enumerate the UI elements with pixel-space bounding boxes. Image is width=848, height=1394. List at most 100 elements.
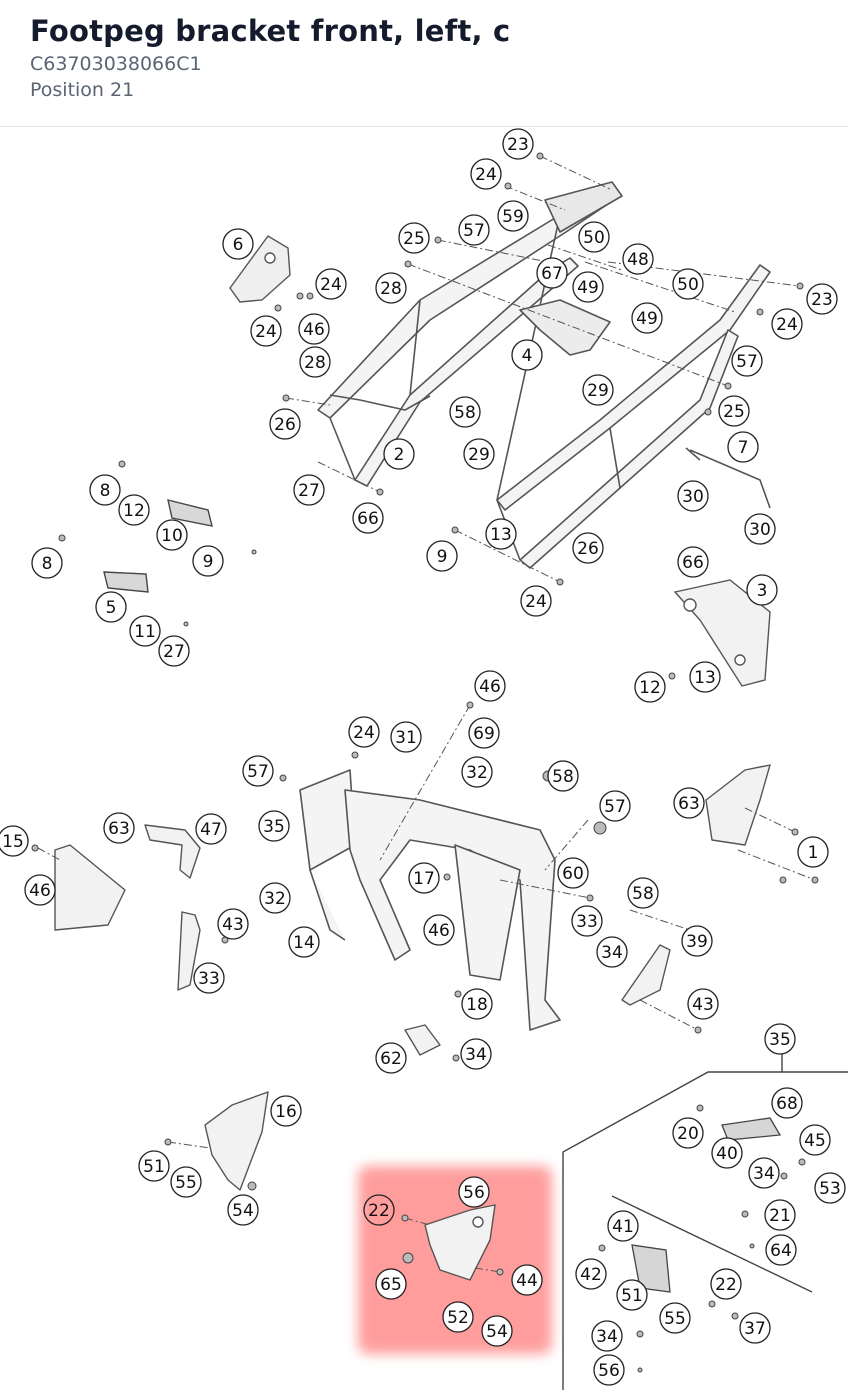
callout-57[interactable]: 57 [458,214,490,246]
callout-44[interactable]: 44 [511,1264,543,1296]
callout-24[interactable]: 24 [348,716,380,748]
callout-55[interactable]: 55 [170,1166,202,1198]
callout-16[interactable]: 16 [270,1095,302,1127]
callout-34[interactable]: 34 [460,1038,492,1070]
callout-43[interactable]: 43 [687,988,719,1020]
callout-63[interactable]: 63 [673,787,705,819]
callout-67[interactable]: 67 [536,257,568,289]
callout-18[interactable]: 18 [461,988,493,1020]
callout-50[interactable]: 50 [672,268,704,300]
callout-35[interactable]: 35 [258,810,290,842]
callout-31[interactable]: 31 [390,721,422,753]
callout-28[interactable]: 28 [299,346,331,378]
callout-50[interactable]: 50 [578,221,610,253]
callout-6[interactable]: 6 [222,228,254,260]
callout-42[interactable]: 42 [575,1258,607,1290]
callout-51[interactable]: 51 [138,1150,170,1182]
callout-30[interactable]: 30 [744,513,776,545]
callout-9[interactable]: 9 [426,540,458,572]
callout-33[interactable]: 33 [193,962,225,994]
callout-69[interactable]: 69 [468,717,500,749]
callout-15[interactable]: 15 [0,825,29,857]
callout-17[interactable]: 17 [408,862,440,894]
callout-57[interactable]: 57 [242,755,274,787]
callout-24[interactable]: 24 [315,268,347,300]
callout-58[interactable]: 58 [547,760,579,792]
callout-5[interactable]: 5 [95,591,127,623]
callout-49[interactable]: 49 [572,271,604,303]
callout-4[interactable]: 4 [511,339,543,371]
callout-66[interactable]: 66 [677,546,709,578]
callout-8[interactable]: 8 [89,474,121,506]
callout-35[interactable]: 35 [764,1023,796,1055]
callout-26[interactable]: 26 [269,408,301,440]
callout-33[interactable]: 33 [571,905,603,937]
callout-46[interactable]: 46 [423,914,455,946]
callout-9[interactable]: 9 [192,545,224,577]
callout-46[interactable]: 46 [474,670,506,702]
callout-12[interactable]: 12 [118,494,150,526]
callout-29[interactable]: 29 [463,438,495,470]
callout-46[interactable]: 46 [298,313,330,345]
callout-49[interactable]: 49 [631,302,663,334]
callout-57[interactable]: 57 [599,790,631,822]
callout-25[interactable]: 25 [398,222,430,254]
callout-13[interactable]: 13 [485,518,517,550]
callout-10[interactable]: 10 [156,519,188,551]
callout-52[interactable]: 52 [442,1301,474,1333]
callout-58[interactable]: 58 [627,877,659,909]
callout-59[interactable]: 59 [497,200,529,232]
callout-41[interactable]: 41 [607,1210,639,1242]
callout-63[interactable]: 63 [103,812,135,844]
callout-34[interactable]: 34 [748,1157,780,1189]
callout-32[interactable]: 32 [461,756,493,788]
callout-37[interactable]: 37 [739,1312,771,1344]
callout-11[interactable]: 11 [129,615,161,647]
callout-20[interactable]: 20 [672,1117,704,1149]
callout-54[interactable]: 54 [227,1194,259,1226]
callout-60[interactable]: 60 [557,857,589,889]
callout-27[interactable]: 27 [158,635,190,667]
callout-62[interactable]: 62 [375,1042,407,1074]
callout-24[interactable]: 24 [520,585,552,617]
callout-46[interactable]: 46 [24,874,56,906]
callout-7[interactable]: 7 [727,431,759,463]
callout-64[interactable]: 64 [765,1234,797,1266]
callout-65[interactable]: 65 [375,1268,407,1300]
callout-58[interactable]: 58 [449,396,481,428]
callout-32[interactable]: 32 [259,882,291,914]
callout-34[interactable]: 34 [591,1320,623,1352]
callout-30[interactable]: 30 [677,480,709,512]
callout-57[interactable]: 57 [731,345,763,377]
callout-66[interactable]: 66 [352,502,384,534]
callout-22[interactable]: 22 [363,1194,395,1226]
callout-28[interactable]: 28 [375,272,407,304]
callout-8[interactable]: 8 [31,547,63,579]
callout-29[interactable]: 29 [582,374,614,406]
callout-47[interactable]: 47 [195,813,227,845]
callout-22[interactable]: 22 [710,1268,742,1300]
callout-48[interactable]: 48 [622,243,654,275]
callout-24[interactable]: 24 [470,158,502,190]
callout-56[interactable]: 56 [593,1354,625,1386]
callout-2[interactable]: 2 [383,438,415,470]
callout-51[interactable]: 51 [616,1279,648,1311]
callout-34[interactable]: 34 [596,936,628,968]
callout-1[interactable]: 1 [797,836,829,868]
callout-56[interactable]: 56 [458,1176,490,1208]
callout-45[interactable]: 45 [799,1124,831,1156]
callout-14[interactable]: 14 [288,926,320,958]
callout-27[interactable]: 27 [293,474,325,506]
callout-23[interactable]: 23 [502,128,534,160]
callout-26[interactable]: 26 [572,532,604,564]
callout-24[interactable]: 24 [250,315,282,347]
callout-13[interactable]: 13 [689,661,721,693]
callout-68[interactable]: 68 [771,1087,803,1119]
callout-54[interactable]: 54 [481,1315,513,1347]
callout-40[interactable]: 40 [711,1137,743,1169]
callout-39[interactable]: 39 [681,925,713,957]
callout-21[interactable]: 21 [764,1199,796,1231]
callout-23[interactable]: 23 [806,283,838,315]
callout-25[interactable]: 25 [718,395,750,427]
callout-3[interactable]: 3 [746,574,778,606]
